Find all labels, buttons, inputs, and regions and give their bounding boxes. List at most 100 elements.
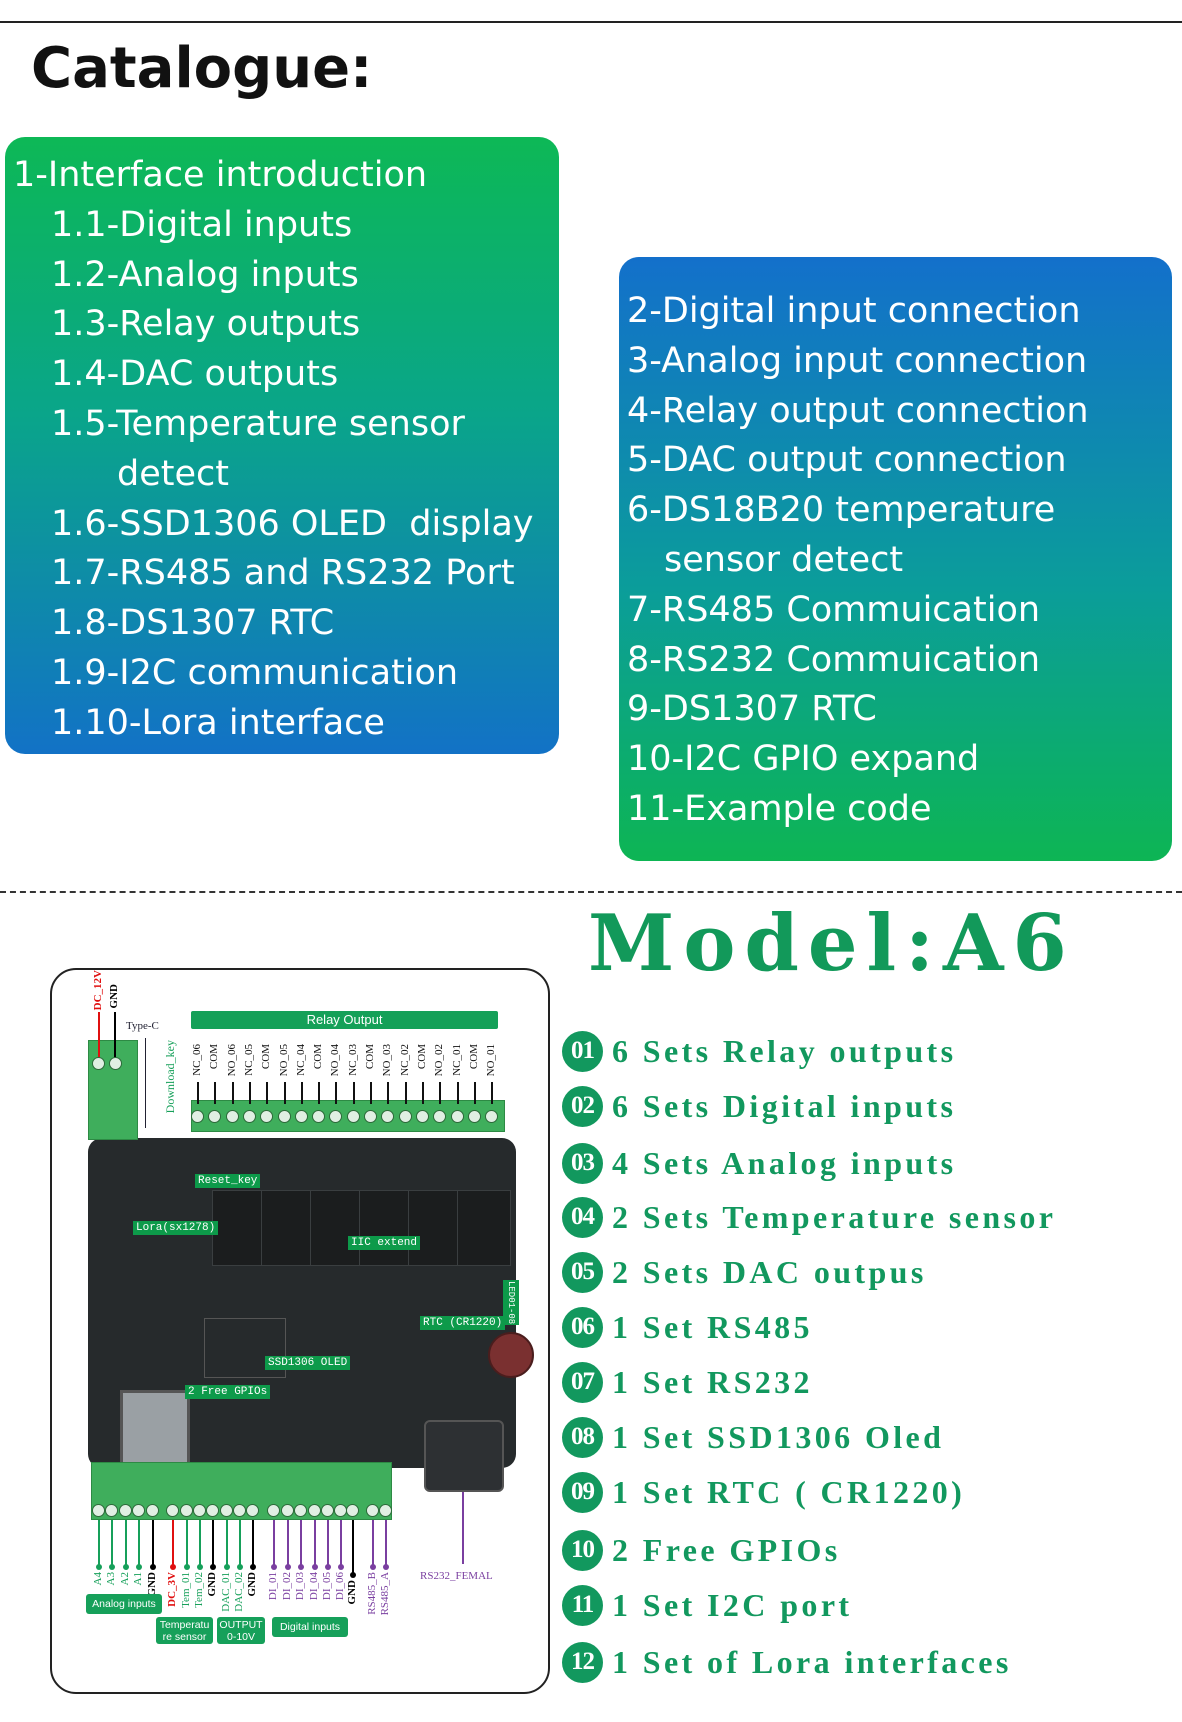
- feature-number-badge: 09: [562, 1471, 603, 1513]
- screw: [467, 1110, 481, 1123]
- terminal-dot: [210, 1564, 216, 1570]
- screw: [308, 1504, 321, 1517]
- bottom-terminal-label: A3: [105, 1572, 117, 1586]
- screw: [92, 1057, 105, 1070]
- feature-number-badge: 05: [562, 1251, 603, 1293]
- terminal-wire: [372, 1520, 374, 1566]
- terminal-lead: [370, 1082, 372, 1104]
- terminal-lead: [439, 1082, 442, 1104]
- terminal-lead: [197, 1082, 199, 1104]
- terminal-dot: [298, 1564, 304, 1570]
- bottom-terminal-label: RS485_A: [379, 1572, 391, 1616]
- screw: [242, 1110, 256, 1123]
- screw: [366, 1504, 379, 1517]
- screw: [220, 1504, 233, 1517]
- terminal-dot: [383, 1564, 389, 1570]
- feature-text: 6 Sets Digital inputs: [612, 1087, 957, 1124]
- screw: [208, 1110, 222, 1123]
- screw: [105, 1504, 118, 1517]
- terminal-dot: [136, 1564, 142, 1570]
- toc-item: 1.1-Digital inputs: [51, 204, 353, 245]
- toc-item: 1.6-SSD1306 OLED display: [51, 503, 534, 544]
- feature-number-badge: 11: [562, 1584, 603, 1626]
- toc-item: 7-RS485 Commuication: [627, 589, 1041, 630]
- callout-reset-key: Reset_key: [195, 1174, 261, 1188]
- relay-terminal-label: COM: [312, 1044, 325, 1070]
- terminal-wire: [152, 1520, 154, 1566]
- rs232-connector: [424, 1420, 504, 1492]
- screw: [233, 1504, 246, 1517]
- screw: [146, 1504, 159, 1517]
- bottom-terminal-label: GND: [246, 1572, 258, 1597]
- screw: [132, 1504, 145, 1517]
- terminal-wire: [212, 1520, 214, 1566]
- relay-terminal-label: NO_01: [485, 1044, 498, 1077]
- terminal-wire: [287, 1520, 289, 1566]
- bottom-terminal-label: A1: [132, 1572, 144, 1586]
- page-title: Catalogue:: [31, 36, 373, 101]
- terminal-wire: [314, 1520, 316, 1566]
- terminal-dot: [224, 1564, 230, 1570]
- callout-iic-extend: IIC extend: [348, 1236, 421, 1250]
- screw: [109, 1057, 122, 1070]
- bottom-terminal-label: DAC_02: [233, 1572, 245, 1612]
- relay-terminal-label: NC_06: [191, 1044, 203, 1076]
- relay-terminal-label: NO_02: [433, 1044, 446, 1077]
- relay-output-banner: Relay Output: [191, 1011, 498, 1029]
- relay-terminal-label: COM: [415, 1044, 428, 1070]
- screw: [415, 1110, 429, 1123]
- toc-item: 1.5-Temperature sensor: [51, 403, 465, 444]
- terminal-dot: [285, 1564, 291, 1570]
- group-dac-output: OUTPUT 0-10V: [217, 1617, 265, 1644]
- bottom-terminal-label: DI_05: [321, 1572, 333, 1601]
- terminal-wire: [199, 1520, 201, 1566]
- bottom-terminal-label: DC_3V: [166, 1572, 178, 1607]
- relay-component: [310, 1190, 364, 1266]
- terminal-wire: [273, 1520, 275, 1566]
- terminal-wire: [352, 1520, 354, 1574]
- terminal-dot: [197, 1564, 203, 1570]
- feature-number-badge: 08: [562, 1416, 603, 1458]
- relay-component: [359, 1190, 413, 1266]
- screw: [206, 1504, 219, 1517]
- callout-led: LED01-08: [503, 1280, 519, 1326]
- relay-terminal-label: NC_01: [450, 1044, 463, 1076]
- terminal-dot: [271, 1564, 277, 1570]
- toc-item: 1-Interface introduction: [13, 155, 428, 195]
- terminal-lead: [283, 1082, 286, 1104]
- feature-text: 1 Set RTC ( CR1220): [612, 1473, 966, 1510]
- dc12v-label: DC_12V: [92, 970, 104, 1011]
- callout-lora: Lora(sx1278): [133, 1221, 219, 1235]
- bottom-terminal-label: DAC_01: [220, 1572, 232, 1612]
- feature-text: 6 Sets Relay outputs: [612, 1032, 957, 1069]
- screw: [364, 1110, 377, 1123]
- rtc-battery-holder: [488, 1332, 534, 1378]
- power-wire: [98, 1012, 100, 1057]
- screw: [450, 1110, 464, 1123]
- terminal-wire: [239, 1520, 241, 1566]
- group-analog-inputs: Analog inputs: [86, 1594, 162, 1614]
- bottom-terminal-label: DI_04: [308, 1572, 320, 1601]
- screw: [281, 1504, 294, 1517]
- terminal-wire: [111, 1520, 113, 1566]
- callout-oled: SSD1306 OLED: [265, 1356, 351, 1370]
- feature-number-badge: 10: [562, 1529, 603, 1571]
- terminal-lead: [214, 1082, 217, 1104]
- terminal-wire: [186, 1520, 188, 1566]
- relay-terminal-label: NO_04: [329, 1044, 342, 1077]
- feature-text: 1 Set I2C port: [612, 1586, 853, 1623]
- toc-item: 6-DS18B20 temperature: [627, 490, 1056, 531]
- relay-terminal-label: COM: [208, 1044, 221, 1070]
- terminal-wire: [125, 1520, 127, 1566]
- toc-item: 5-DAC output connection: [627, 440, 1067, 481]
- esp32-module: [120, 1390, 190, 1465]
- bottom-terminal-label: A4: [92, 1572, 104, 1586]
- relay-terminal-label: NO_03: [381, 1044, 394, 1077]
- power-terminal: [88, 1040, 138, 1140]
